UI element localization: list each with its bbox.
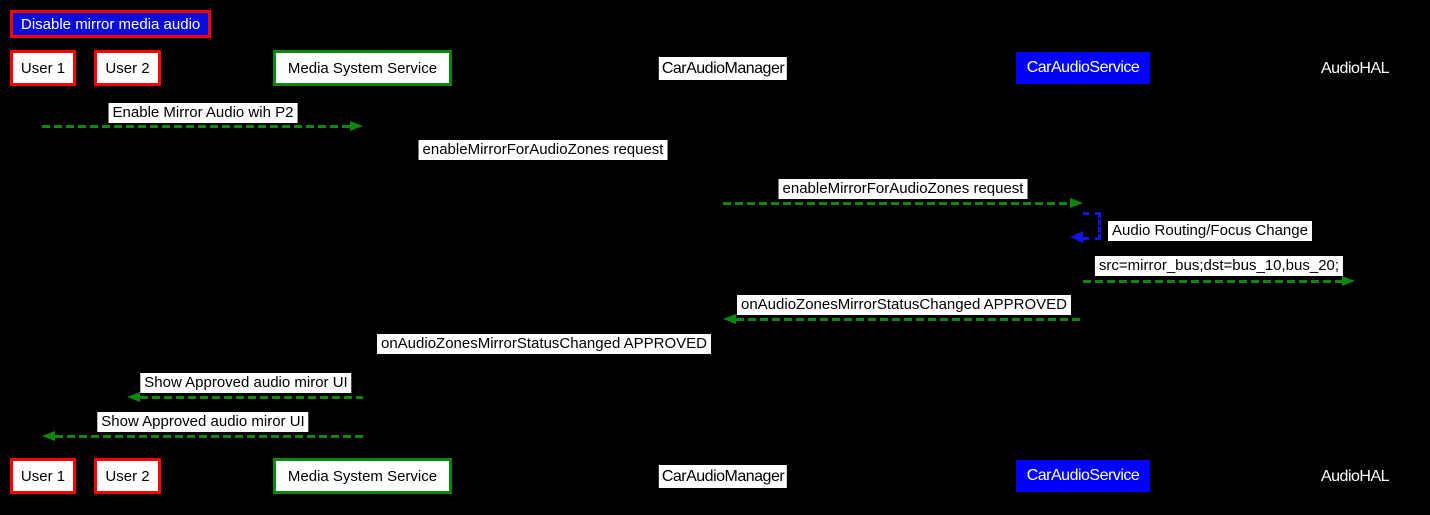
participant-media-system-service-bottom: Media System Service bbox=[273, 458, 452, 494]
message-label: enableMirrorForAudioZones request bbox=[418, 140, 668, 160]
arrowhead-left-icon bbox=[42, 431, 55, 441]
arrowhead-right-icon bbox=[350, 121, 363, 131]
arrowhead-right-icon bbox=[710, 158, 723, 168]
arrowhead-left-icon bbox=[723, 314, 736, 324]
message-arrow-line bbox=[363, 162, 710, 165]
participant-audiohal-top: AudioHAL bbox=[1320, 60, 1390, 77]
message-label: Show Approved audio miror UI bbox=[140, 373, 352, 393]
arrowhead-left-icon bbox=[1070, 231, 1083, 243]
participant-caraudiomanager-top: CarAudioManager bbox=[658, 57, 788, 80]
self-message-loop bbox=[1083, 212, 1101, 240]
message-label: Show Approved audio miror UI bbox=[97, 412, 309, 432]
diagram-title: Disable mirror media audio bbox=[10, 10, 212, 38]
message-arrow-line bbox=[723, 202, 1070, 205]
participant-user2-top: User 2 bbox=[94, 50, 161, 86]
message-arrow-line bbox=[42, 125, 353, 128]
participant-caraudioservice-bottom: CarAudioService bbox=[1016, 460, 1150, 492]
participant-caraudiomanager-bottom: CarAudioManager bbox=[658, 465, 788, 488]
message-arrow-line bbox=[55, 435, 363, 438]
message-arrow-line bbox=[140, 396, 363, 399]
arrowhead-right-icon bbox=[1070, 198, 1083, 208]
message-label: onAudioZonesMirrorStatusChanged APPROVED bbox=[376, 334, 712, 354]
message-arrow-line bbox=[736, 318, 1083, 321]
participant-caraudioservice-top: CarAudioService bbox=[1016, 52, 1150, 84]
message-label: Audio Routing/Focus Change bbox=[1108, 221, 1312, 241]
participant-audiohal-bottom: AudioHAL bbox=[1320, 468, 1390, 485]
message-label: src=mirror_bus;dst=bus_10,bus_20; bbox=[1094, 256, 1344, 276]
arrowhead-left-icon bbox=[127, 392, 140, 402]
arrowhead-right-icon bbox=[1342, 276, 1355, 286]
message-label: enableMirrorForAudioZones request bbox=[778, 179, 1028, 199]
participant-user1-bottom: User 1 bbox=[10, 458, 76, 494]
message-label: onAudioZonesMirrorStatusChanged APPROVED bbox=[736, 295, 1072, 315]
message-arrow-line bbox=[376, 357, 723, 360]
arrowhead-left-icon bbox=[363, 353, 376, 363]
message-arrow-line bbox=[1083, 280, 1342, 283]
message-label: Enable Mirror Audio wih P2 bbox=[108, 103, 298, 123]
participant-media-system-service-top: Media System Service bbox=[273, 50, 452, 86]
participant-user1-top: User 1 bbox=[10, 50, 76, 86]
participant-user2-bottom: User 2 bbox=[94, 458, 161, 494]
